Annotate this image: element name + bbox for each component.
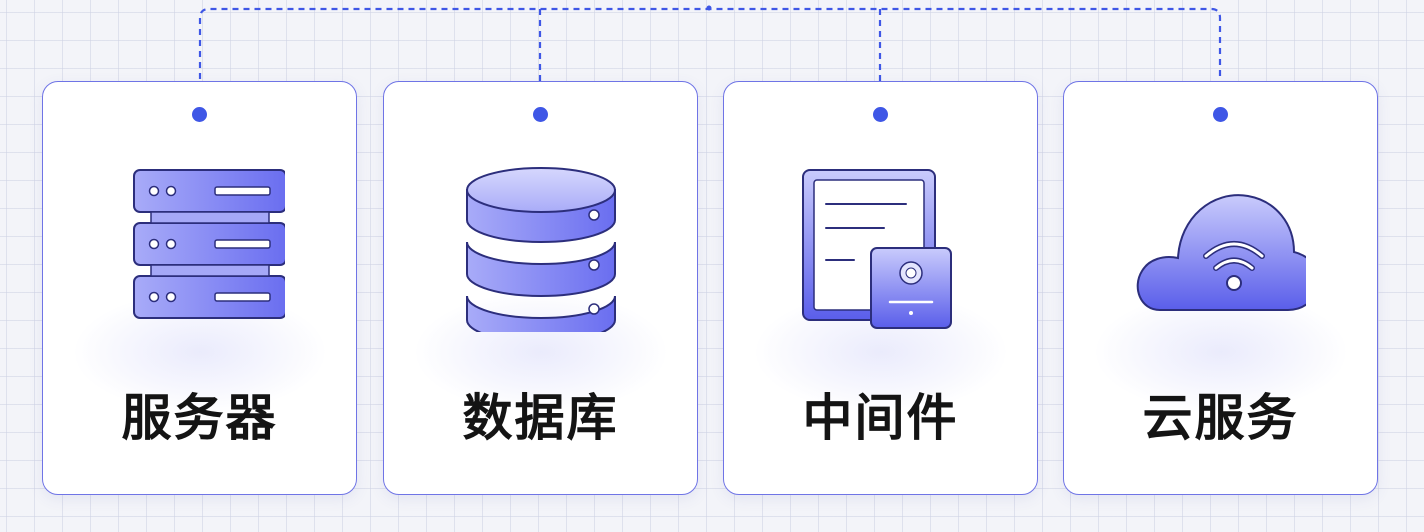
server-icon [115, 162, 285, 332]
server-card[interactable]: 服务器 [42, 81, 357, 495]
database-card[interactable]: 数据库 [383, 81, 698, 495]
icon-glow [415, 292, 666, 412]
connector-dot [1213, 107, 1228, 122]
middleware-icon [796, 162, 966, 332]
cloud-card[interactable]: 云服务 [1063, 81, 1378, 495]
card-label: 数据库 [462, 389, 619, 447]
connector-dot [533, 107, 548, 122]
connector-dot [873, 107, 888, 122]
connector-dot [192, 107, 207, 122]
database-icon [456, 162, 626, 332]
card-label: 服务器 [121, 389, 278, 447]
card-label: 中间件 [802, 389, 959, 447]
cloud-icon [1136, 162, 1306, 332]
icon-glow [1095, 292, 1346, 412]
card-label: 云服务 [1142, 389, 1299, 447]
middleware-card[interactable]: 中间件 [723, 81, 1038, 495]
connector-junction [706, 5, 712, 11]
